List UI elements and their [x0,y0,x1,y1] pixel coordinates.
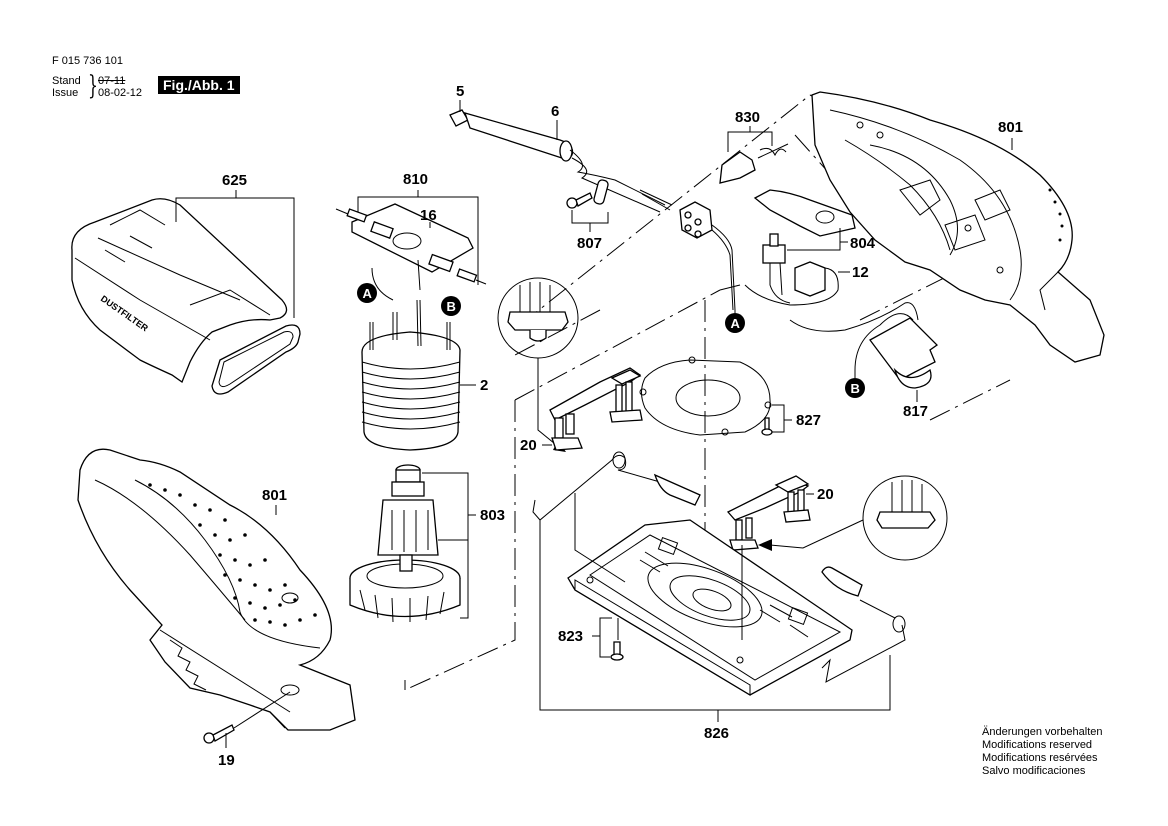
connector-a-left-label: A [363,286,373,301]
detail-view-left [497,277,579,452]
spring-right [821,566,906,683]
callout-826: 826 [539,520,891,742]
part-20-retainer-right [726,475,811,551]
spring-left [532,451,701,521]
callout-801-right: 801 [998,119,1023,150]
label-827: 827 [796,412,821,429]
label-5: 5 [456,83,464,100]
brace-glyph: } [88,71,98,101]
connector-b-right-label: B [851,381,860,396]
callout-625: 625 [175,172,295,318]
part-804-switch [762,233,791,304]
part-5-cable: 5 [449,83,469,127]
part-625-gasket [211,324,301,395]
part-826-base-plate [567,493,853,696]
label-823: 823 [558,628,583,645]
label-2: 2 [480,377,488,394]
callout-807: 807 [571,210,609,252]
connector-b-right: B [845,370,865,398]
connector-a-left: A [357,283,377,303]
label-625: 625 [222,172,247,189]
part-823-screw [610,618,624,661]
figure-label: Fig./Abb. 1 [158,76,240,94]
part-827-screw [761,417,773,436]
part-810-brushes [335,208,487,285]
modification-notes: Änderungen vorbehalten Modifications res… [982,726,1102,778]
stand-date: 07-11 [98,75,126,87]
part-20-retainer-left [549,367,643,451]
label-19: 19 [218,752,235,769]
part-801-housing-left [77,448,356,731]
part-16-brush-plate [351,203,474,273]
terminal-block [679,201,736,311]
callout-20-left: 20 [520,437,552,454]
label-807: 807 [577,235,602,252]
label-801-left: 801 [262,487,287,504]
issue-date: 08-02-12 [98,87,143,99]
note-de: Änderungen vorbehalten [982,726,1103,738]
part-6-cable-sleeve: 6 [463,103,673,213]
label-804: 804 [850,235,876,252]
label-810: 810 [403,171,428,188]
document-number: F 015 736 101 [52,55,123,67]
connector-b-left-label: B [447,299,456,314]
part-830-lock-button [719,143,789,184]
callout-2: 2 [460,377,488,394]
label-801-right: 801 [998,119,1023,136]
label-817: 817 [903,403,928,420]
callout-803: 803 [422,472,505,619]
note-en: Modifications reserved [982,739,1093,751]
label-830: 830 [735,109,760,126]
part-827-plate [639,356,772,436]
part-803-armature [349,464,461,623]
connector-a-right: A [725,310,745,333]
issue-label: Issue [52,87,79,99]
callout-804: 804 [787,228,876,252]
part-817-brush-holder: 817 [789,302,939,420]
connector-b-left: B [441,296,461,316]
part-12-capacitor: 12 [744,261,869,306]
part-19-screw: 19 [203,691,291,769]
label-6: 6 [551,103,559,120]
part-625-dust-filter: DUSTFILTER [71,198,288,384]
label-12: 12 [852,264,869,281]
label-826: 826 [704,725,729,742]
label-16: 16 [420,207,437,224]
stand-label: Stand [52,75,81,87]
part-801-housing-right [811,91,1105,363]
callout-830: 830 [727,109,773,152]
label-20-left: 20 [520,437,537,454]
connector-a-right-label: A [731,316,741,331]
part-2-field-coil [361,259,461,451]
note-fr: Modifications resérvées [982,752,1098,764]
callout-20-right: 20 [806,486,834,503]
callout-810: 810 16 [357,171,479,285]
callout-801-left: 801 [262,487,287,515]
note-es: Salvo modificaciones [982,765,1086,777]
part-804-switch-cover [753,189,856,237]
label-20-right: 20 [817,486,834,503]
callout-827: 827 [772,404,821,433]
detail-view-right [758,475,948,561]
callout-823: 823 [558,617,612,658]
part-807-cable-clamp [566,179,609,209]
label-803: 803 [480,507,505,524]
